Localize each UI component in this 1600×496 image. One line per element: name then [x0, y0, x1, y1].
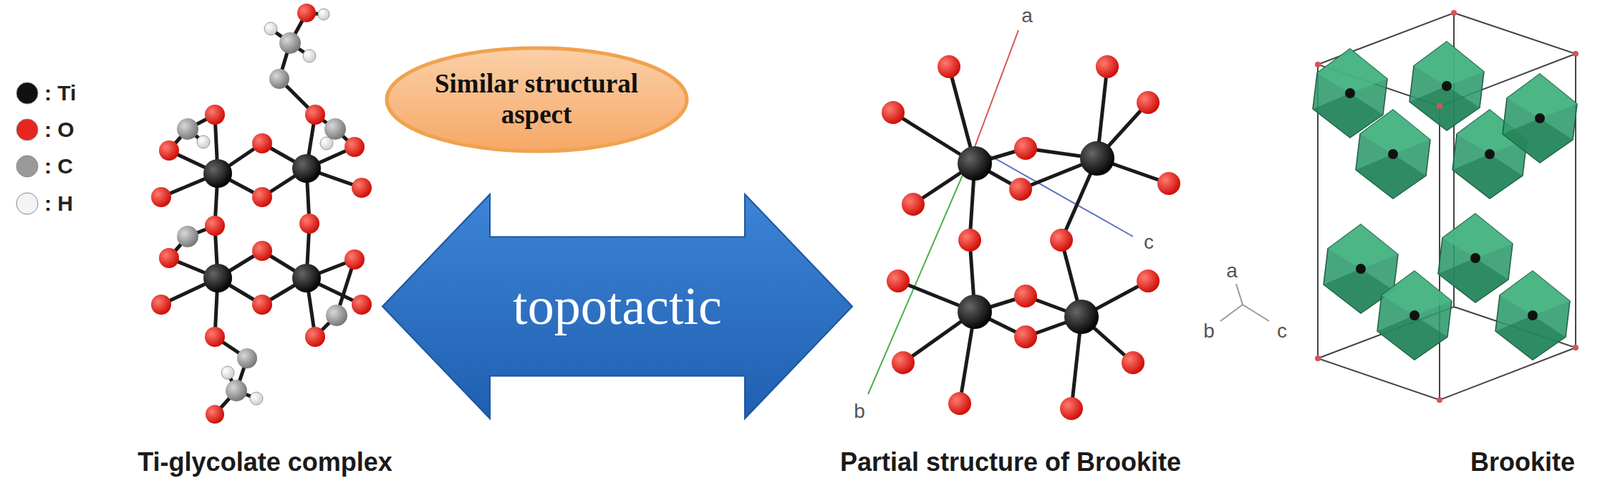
- figure-caption: Partial structure of Brookite: [840, 446, 1182, 477]
- axis-label: a: [1226, 259, 1238, 283]
- figure-caption: Brookite: [1470, 446, 1575, 477]
- legend-swatch: [14, 153, 41, 180]
- double-arrow: topotactic: [382, 194, 853, 419]
- legend-swatch: [14, 190, 41, 217]
- atom-balls: [881, 55, 1181, 420]
- legend-text: : H: [44, 191, 74, 216]
- arrow-label: topotactic: [512, 275, 722, 337]
- axis-widget: [1220, 283, 1270, 321]
- axis-label: c: [1276, 319, 1288, 343]
- figure-caption: Ti-glycolate complex: [137, 446, 392, 477]
- legend-item: : O: [14, 115, 75, 144]
- bond-lines: [161, 12, 362, 414]
- atom-balls: [151, 3, 372, 424]
- axis-label: a: [1021, 4, 1033, 28]
- legend-item: : C: [14, 151, 74, 181]
- bond-lines: [893, 66, 1169, 409]
- axis-label: c: [1143, 230, 1154, 254]
- legend-text: : O: [44, 117, 75, 142]
- legend-swatch: [14, 116, 41, 143]
- axis-label: b: [853, 399, 866, 423]
- ellipse-badge: Similar structural aspect: [384, 45, 689, 154]
- axis-label: b: [1203, 319, 1215, 343]
- legend-text: : Ti: [44, 80, 76, 106]
- legend-swatch: [14, 80, 41, 106]
- legend-item: : H: [14, 189, 74, 218]
- ellipse-label: Similar structural aspect: [429, 68, 644, 130]
- unit-cell: [1312, 10, 1579, 403]
- axis-lines: [868, 30, 1134, 394]
- legend-text: : C: [44, 153, 74, 179]
- legend-item: : Ti: [14, 78, 76, 108]
